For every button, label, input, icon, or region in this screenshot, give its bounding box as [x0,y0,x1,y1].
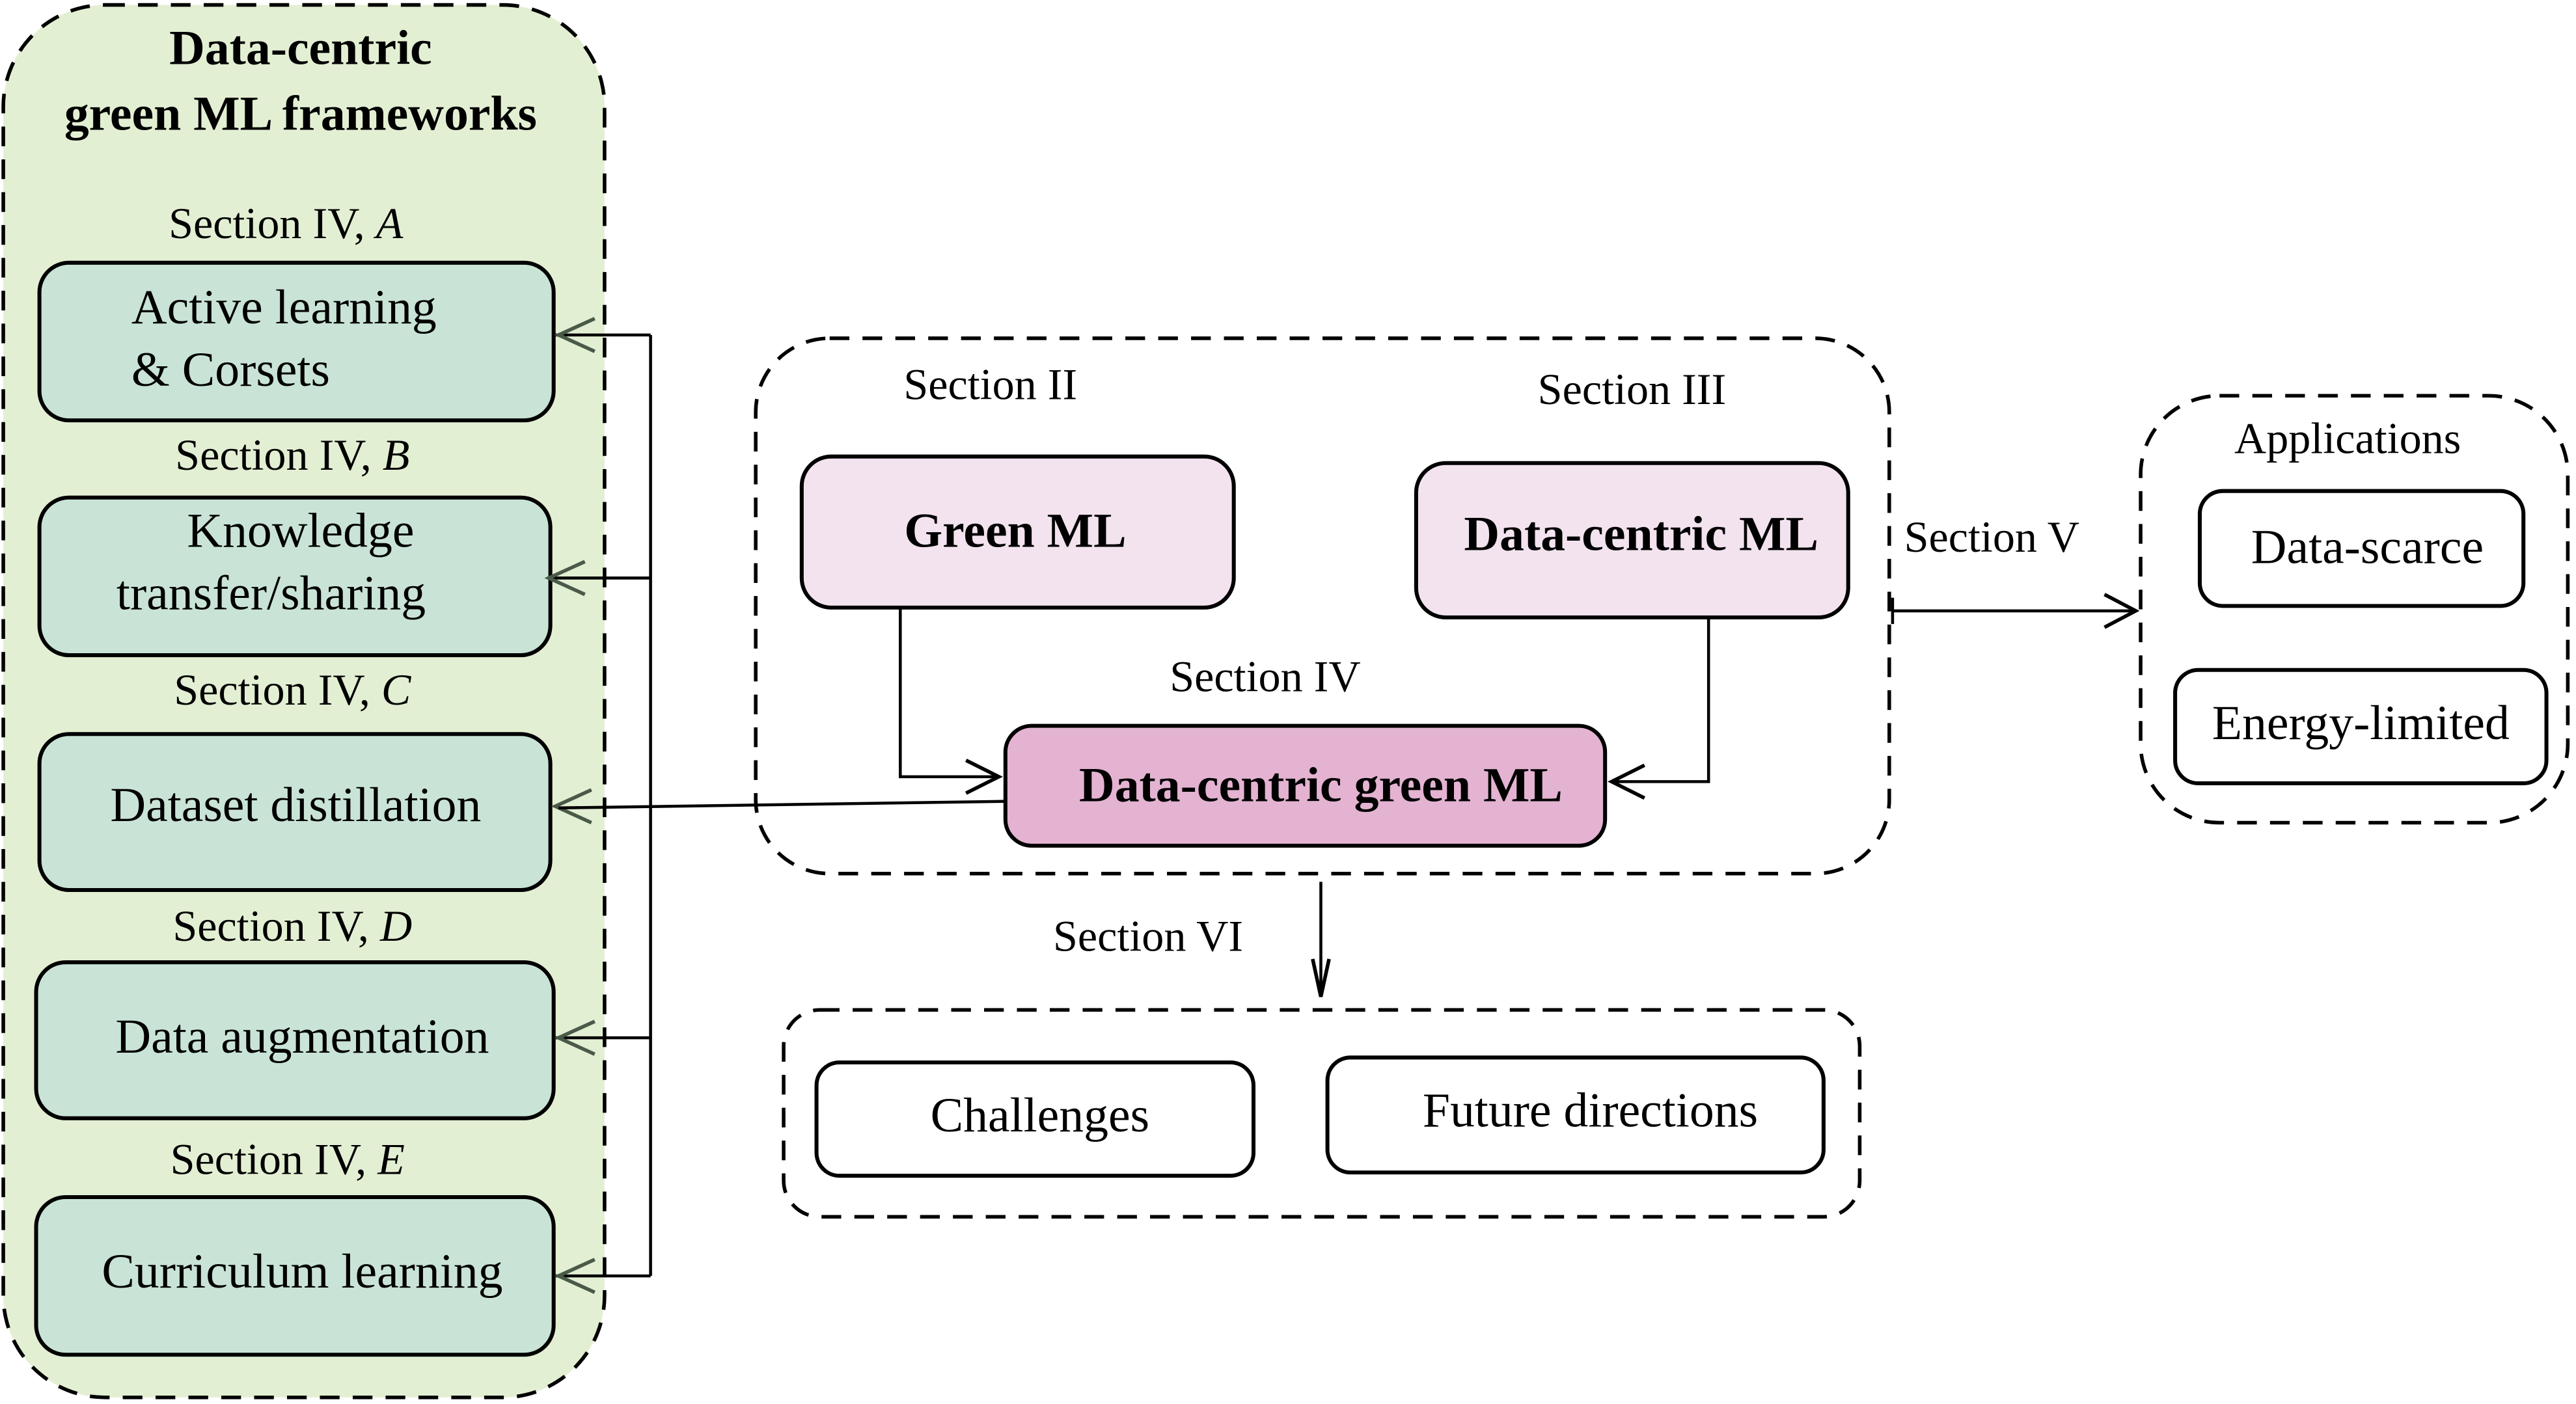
applications-group-border [2139,394,2570,825]
framework-box-label: Curriculum learning [102,1245,502,1299]
section-label-c: Section IV, C [174,665,412,714]
future-directions-box[interactable]: Future directions [1325,1055,1826,1175]
outlook-group-border [782,1008,1862,1219]
section-vi-label: Section VI [1053,911,1243,960]
data-centric-ml-label: Data-centric ML [1464,507,1818,561]
arrowhead-icon [554,1019,596,1056]
application-label: Data-scarce [2251,520,2484,574]
data-centric-green-ml-box[interactable]: Data-centric green ML [1003,723,1608,848]
arrowhead-icon [554,317,596,353]
framework-box-dataset-distillation[interactable]: Dataset distillation [37,732,553,893]
framework-box-active-learning[interactable]: Active learning & Corsets [37,260,556,423]
arrowhead-icon [554,1258,596,1294]
data-centric-ml-box[interactable]: Data-centric ML [1414,461,1850,620]
section-prefix: Section IV, [175,430,383,479]
application-data-scarce[interactable]: Data-scarce [2197,489,2526,608]
frameworks-connector [544,317,1006,1294]
section-prefix: Section IV, [172,901,380,951]
section-letter: D [379,901,412,951]
framework-box-data-augmentation[interactable]: Data augmentation [34,960,556,1120]
challenges-box[interactable]: Challenges [814,1060,1256,1178]
section-v-label: Section V [1904,512,2079,561]
section-vi-edge: Section VI [1053,882,1331,997]
section-prefix: Section IV, [174,665,381,714]
framework-box-curriculum-learning[interactable]: Curriculum learning [34,1195,556,1357]
arrowhead-icon [1311,958,1331,997]
frameworks-title-line2: green ML frameworks [64,87,537,141]
framework-box-label: transfer/sharing [116,566,426,620]
framework-box-label: Knowledge [187,504,414,558]
frameworks-panel: Data-centric green ML frameworks Section… [1,3,607,1399]
framework-box-label: & Corsets [131,343,330,397]
section-iii-label: Section III [1538,364,1727,414]
section-ii-label: Section II [903,359,1077,409]
arrowhead-icon [2103,593,2140,629]
future-directions-label: Future directions [1423,1083,1758,1137]
section-letter: E [377,1135,405,1184]
application-energy-limited[interactable]: Energy-limited [2173,668,2549,785]
applications-group: Applications Data-scarce Energy-limited [2139,394,2570,825]
connector-core-to-distillation [558,800,1006,810]
edge-green-to-dcg [899,609,999,779]
framework-box-knowledge-transfer[interactable]: Knowledge transfer/sharing [37,495,553,658]
section-v-edge: Section V [1891,512,2140,629]
frameworks-title-line1: Data-centric [169,21,432,75]
framework-box-label: Dataset distillation [110,778,481,832]
outlook-group: Challenges Future directions [782,1008,1862,1219]
section-label-e: Section IV, E [171,1135,405,1184]
section-label-b: Section IV, B [175,430,409,479]
green-ml-box[interactable]: Green ML [799,454,1236,610]
core-group: Section II Section III Section IV Green … [754,336,1891,876]
application-label: Energy-limited [2212,696,2510,750]
data-centric-green-ml-label: Data-centric green ML [1079,759,1563,813]
framework-box-label: Data augmentation [115,1010,489,1064]
section-prefix: Section IV, [169,198,376,248]
framework-box-label: Active learning [131,280,437,334]
section-label-d: Section IV, D [172,901,412,951]
edge-dc-to-dcg [1613,619,1710,783]
core-group-border [754,336,1891,876]
green-ml-label: Green ML [904,504,1126,558]
challenges-label: Challenges [931,1088,1149,1142]
arrowhead-icon [965,759,1003,795]
section-letter: B [383,430,410,479]
section-letter: A [374,198,404,248]
arrowhead-icon [544,560,586,597]
arrowhead-icon [551,788,592,825]
applications-title: Applications [2234,414,2461,463]
section-prefix: Section IV, [171,1135,378,1184]
section-iv-label: Section IV [1170,652,1360,701]
section-letter: C [381,665,412,714]
section-label-a: Section IV, A [169,198,404,248]
arrowhead-icon [1608,763,1646,800]
